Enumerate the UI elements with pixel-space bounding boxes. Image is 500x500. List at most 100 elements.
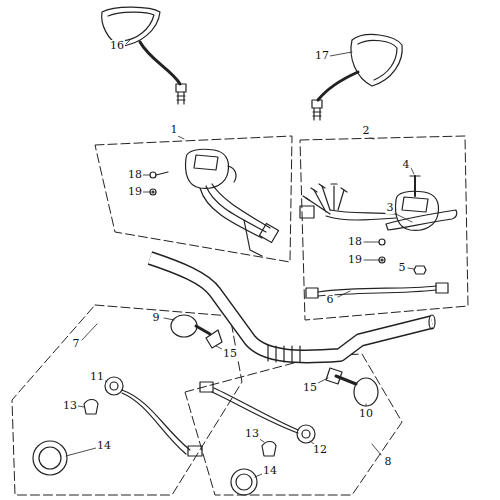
leader-line [366,404,367,406]
right-turn-signal [326,368,342,384]
left-switch [186,149,229,188]
right-turn-signal [214,388,298,430]
callout-number: 2 [362,125,371,137]
left-switch [150,189,156,195]
group-outline [185,354,402,495]
leader-line [396,214,412,222]
left-switch [150,172,156,178]
callout-number: 12 [312,444,328,456]
left-turn-signal [196,326,210,334]
callout-number: 1 [170,124,179,136]
callout-number: 9 [152,312,161,324]
left-turn-signal [84,400,98,415]
right-turn-signal [212,392,298,433]
mirror-right [318,72,358,100]
mirror-left [102,7,186,104]
right-switch [379,257,385,263]
right-turn-signal [262,442,276,457]
mirror-right [312,35,402,120]
mirror-right [358,40,397,80]
right-switch [414,176,416,196]
group-outline [12,136,468,495]
callout-number: 16 [109,40,125,52]
callout-number: 18 [347,236,363,248]
left-turn-signal [171,315,197,337]
leader-line [66,38,414,477]
left-switch [228,166,236,182]
handlebar [150,258,432,356]
callout-number: 7 [72,338,81,350]
handlebar [429,315,435,329]
mirror-right [351,35,402,86]
left-turn-signal [110,382,118,390]
callout-number: 6 [326,294,335,306]
leader-line [255,474,262,477]
left-switch [156,172,168,175]
right-switch [414,266,426,274]
right-switch [410,175,420,176]
callout-number: 15 [222,348,238,360]
right-switch [306,288,318,298]
left-turn-signal [33,315,222,475]
handlebar [150,258,432,356]
leader-line [338,291,350,297]
leader-line [364,242,379,243]
right-turn-signal [236,474,252,490]
leader-line [372,444,381,455]
left-switch [150,149,279,256]
leader-line [143,192,150,193]
left-turn-signal [39,447,61,469]
leader-line [408,268,414,269]
left-switch [206,186,266,232]
leader-line [178,136,184,139]
right-switch [326,216,396,220]
mirror-left [177,92,185,104]
left-turn-signal [105,377,123,395]
right-switch [318,290,436,296]
callout-number: 19 [347,254,363,266]
right-switch [303,184,347,200]
right-turn-signal [231,469,257,495]
callout-number: 4 [402,159,411,171]
callout-number: 18 [127,169,143,181]
mirror-right [312,100,322,108]
right-turn-signal [200,382,213,392]
right-switch [381,259,383,261]
callout-number: 15 [302,382,318,394]
left-turn-signal [206,330,222,348]
right-turn-signal [200,368,378,495]
right-switch [386,210,457,230]
left-switch [194,155,218,170]
right-switch [436,283,448,293]
handlebar [150,258,435,362]
left-turn-signal [33,441,67,475]
right-switch [300,206,314,218]
group-outline [300,136,468,320]
left-turn-signal [122,393,186,454]
leader-line [66,448,96,456]
leader-line [411,168,414,174]
leader-line [164,318,174,320]
right-turn-signal [302,430,310,438]
handlebar [268,345,300,362]
right-switch [379,239,385,245]
leader-line [364,260,379,261]
leader-line [82,324,97,340]
leader-line [330,52,352,56]
leader-line [126,38,132,44]
callout-number: 13 [62,400,78,412]
callout-number: 8 [384,456,393,468]
right-turn-signal [354,378,378,406]
right-switch [402,197,428,212]
leader-line [78,406,84,407]
mirror-left [108,12,154,41]
mirror-left [176,84,186,92]
callout-number: 19 [127,186,143,198]
callout-number: 5 [398,262,407,274]
callout-number: 10 [358,408,374,420]
left-switch [259,223,278,242]
right-switch [306,186,344,214]
